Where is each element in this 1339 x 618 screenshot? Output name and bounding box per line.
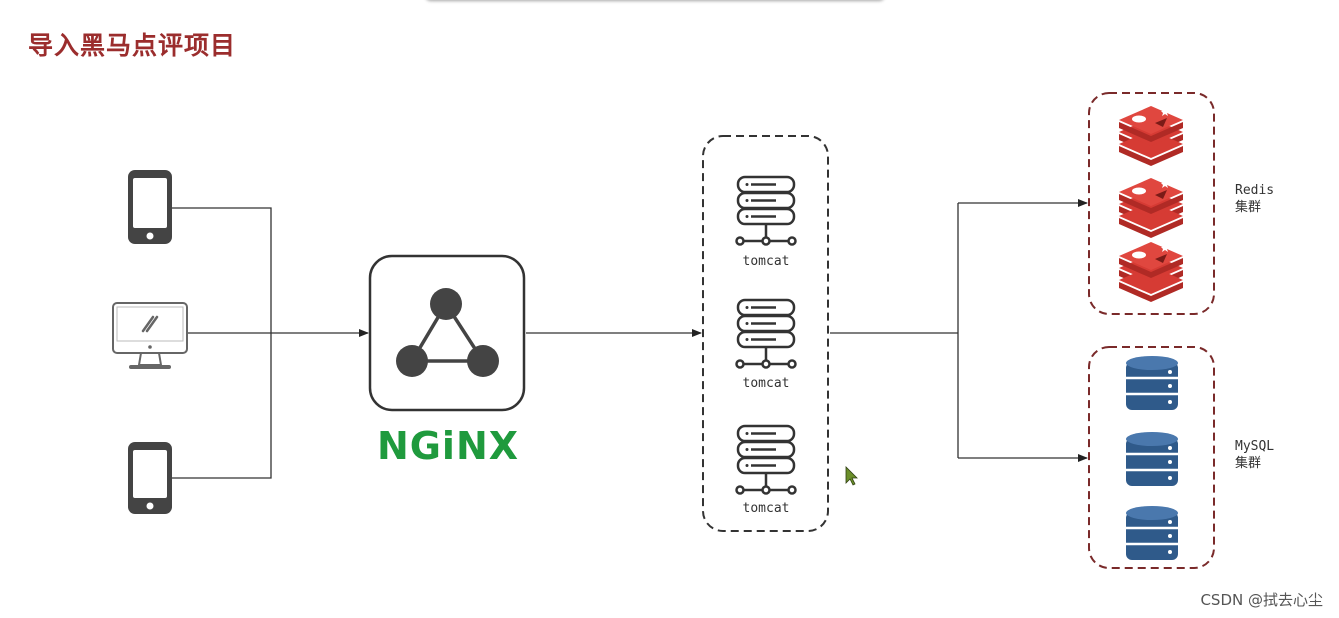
redis-icon	[1119, 242, 1183, 302]
mysql-cluster-label: MySQL 集群	[1235, 438, 1274, 472]
server-icon	[735, 298, 797, 369]
mouse-cursor-icon	[845, 466, 858, 486]
mysql-cluster-suffix: 集群	[1235, 456, 1262, 471]
database-icon	[1126, 506, 1178, 560]
redis-icon	[1119, 106, 1183, 166]
phone-icon	[128, 170, 172, 244]
watermark: CSDN @拭去心尘	[1200, 591, 1323, 609]
tomcat-label: tomcat	[743, 254, 790, 269]
phone-icon	[128, 442, 172, 514]
tomcat-cluster-box	[702, 135, 829, 532]
server-icon	[735, 424, 797, 495]
server-icon	[735, 175, 797, 246]
redis-cluster-suffix: 集群	[1235, 200, 1262, 215]
nginx-node	[368, 254, 526, 412]
client-connectors	[172, 207, 369, 479]
mysql-cluster-name: MySQL	[1235, 439, 1275, 454]
mysql-cluster-box	[1088, 346, 1215, 569]
tomcat-server: tomcat	[735, 424, 797, 516]
tomcat-server: tomcat	[735, 298, 797, 391]
network-triangle-icon	[396, 288, 499, 377]
database-icon	[1126, 356, 1178, 410]
redis-cluster-box	[1088, 92, 1215, 315]
tomcat-label: tomcat	[743, 501, 790, 516]
tomcat-server: tomcat	[735, 175, 797, 269]
page-title: 导入黑马点评项目	[28, 31, 237, 60]
redis-cluster-label: Redis 集群	[1235, 182, 1274, 216]
desktop-icon	[112, 302, 188, 369]
nginx-logo-text: NGiNX	[377, 424, 519, 468]
redis-icon	[1119, 178, 1183, 238]
tomcat-to-cluster-connectors	[830, 199, 1088, 462]
redis-cluster-name: Redis	[1235, 183, 1275, 198]
tomcat-label: tomcat	[743, 376, 790, 391]
database-icon	[1126, 432, 1178, 486]
